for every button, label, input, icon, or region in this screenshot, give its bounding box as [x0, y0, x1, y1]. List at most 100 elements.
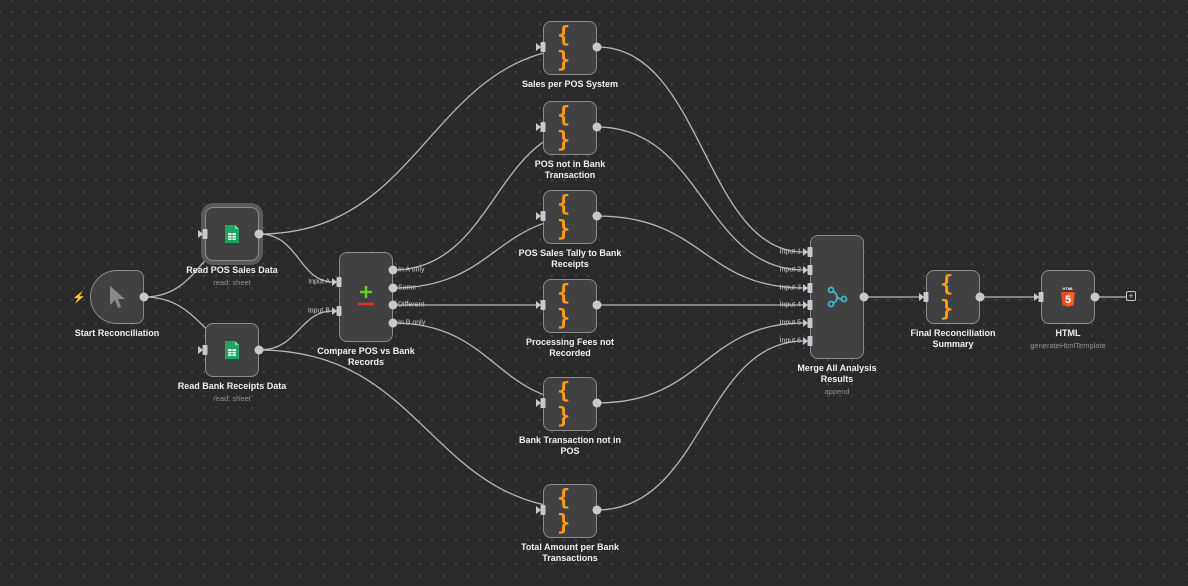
node-subtitle: read: sheet [213, 278, 251, 287]
node-read-bank-receipts[interactable] [205, 323, 259, 377]
node-pos-not-in-bank[interactable]: { } [543, 101, 597, 155]
node-read-pos-sales[interactable] [205, 207, 259, 261]
input-handle[interactable] [202, 229, 208, 239]
input-handle[interactable] [807, 300, 813, 310]
code-braces-icon: { } [557, 192, 570, 242]
plus-minus-icon [358, 286, 374, 306]
node-sales-per-pos[interactable]: { } [543, 21, 597, 75]
connection-edge[interactable] [258, 233, 334, 283]
node-label: Bank Transaction not in POS [518, 435, 621, 456]
connection-edge[interactable] [596, 46, 805, 253]
output-handle[interactable] [1090, 292, 1100, 302]
input-handle[interactable] [807, 283, 813, 293]
node-bank-not-in-pos[interactable]: { } [543, 377, 597, 431]
output-handle[interactable] [254, 229, 264, 239]
input-handle[interactable] [1038, 292, 1044, 302]
connection-edge[interactable] [596, 126, 805, 271]
node-subtitle: read: sheet [213, 394, 251, 403]
google-sheets-icon [225, 225, 239, 243]
input-arrow-icon[interactable] [803, 301, 808, 309]
code-braces-icon: { } [557, 23, 570, 73]
node-pos-sales-tally[interactable]: { } [543, 190, 597, 244]
connection-edge[interactable] [596, 322, 805, 404]
input-arrow-icon[interactable] [198, 230, 203, 238]
node-compare-pos-bank[interactable] [339, 252, 393, 342]
port-label: Input A [308, 278, 330, 286]
input-arrow-icon[interactable] [803, 248, 808, 256]
code-braces-icon: { } [557, 281, 570, 331]
input-handle[interactable] [923, 292, 929, 302]
input-handle[interactable] [807, 265, 813, 275]
code-braces-icon: { } [557, 103, 570, 153]
output-handle[interactable] [592, 211, 602, 221]
input-arrow-icon[interactable] [536, 212, 541, 220]
port-label: Input 6 [779, 337, 801, 345]
google-sheets-icon [225, 341, 239, 359]
input-handle[interactable] [540, 398, 546, 408]
output-handle[interactable] [139, 292, 149, 302]
port-label: In B only [398, 319, 426, 327]
input-arrow-icon[interactable] [803, 266, 808, 274]
output-handle[interactable] [592, 122, 602, 132]
output-handle[interactable] [388, 265, 398, 275]
connection-edge[interactable] [596, 340, 805, 511]
output-handle[interactable] [975, 292, 985, 302]
output-handle[interactable] [859, 292, 869, 302]
output-handle[interactable] [592, 398, 602, 408]
input-arrow-icon[interactable] [919, 293, 924, 301]
input-handle[interactable] [540, 505, 546, 515]
input-handle[interactable] [540, 42, 546, 52]
connection-edge[interactable] [596, 215, 805, 289]
node-subtitle: append [824, 387, 850, 396]
node-final-summary[interactable]: { } [926, 270, 980, 324]
input-arrow-icon[interactable] [332, 307, 337, 315]
node-label: Sales per POS System [521, 79, 619, 89]
port-label: In A only [398, 266, 425, 274]
node-label: HTML [1055, 328, 1081, 338]
input-arrow-icon[interactable] [198, 346, 203, 354]
input-handle[interactable] [336, 306, 342, 316]
output-handle[interactable] [592, 42, 602, 52]
code-braces-icon: { } [557, 379, 570, 429]
input-handle[interactable] [807, 318, 813, 328]
input-arrow-icon[interactable] [803, 284, 808, 292]
input-handle[interactable] [336, 277, 342, 287]
input-handle[interactable] [540, 122, 546, 132]
connection-edge[interactable] [258, 310, 334, 351]
cursor-pointer-icon [110, 286, 125, 308]
connection-edge[interactable] [258, 46, 592, 235]
input-arrow-icon[interactable] [536, 301, 541, 309]
node-processing-fees[interactable]: { } [543, 279, 597, 333]
node-label: Compare POS vs Bank Records [317, 346, 415, 367]
input-handle[interactable] [202, 345, 208, 355]
input-arrow-icon[interactable] [536, 43, 541, 51]
input-arrow-icon[interactable] [536, 506, 541, 514]
input-arrow-icon[interactable] [803, 319, 808, 327]
input-arrow-icon[interactable] [332, 278, 337, 286]
add-node-button[interactable]: + [1126, 291, 1136, 301]
input-arrow-icon[interactable] [1034, 293, 1039, 301]
input-handle[interactable] [807, 247, 813, 257]
node-merge-results[interactable] [810, 235, 864, 359]
node-label: Read POS Sales Data [186, 265, 278, 275]
output-handle[interactable] [388, 283, 398, 293]
output-handle[interactable] [254, 345, 264, 355]
node-start-reconciliation[interactable] [90, 270, 144, 324]
output-handle[interactable] [592, 300, 602, 310]
input-handle[interactable] [807, 336, 813, 346]
output-handle[interactable] [388, 300, 398, 310]
input-handle[interactable] [540, 300, 546, 310]
input-arrow-icon[interactable] [803, 337, 808, 345]
node-label: Merge All Analysis Results [797, 363, 877, 384]
input-arrow-icon[interactable] [536, 399, 541, 407]
output-handle[interactable] [592, 505, 602, 515]
node-label: POS Sales Tally to Bank Receipts [518, 248, 622, 269]
output-handle[interactable] [388, 318, 398, 328]
input-handle[interactable] [540, 211, 546, 221]
connection-edge[interactable] [258, 349, 592, 511]
node-total-per-bank[interactable]: { } [543, 484, 597, 538]
port-label: Different [398, 301, 425, 309]
input-arrow-icon[interactable] [536, 123, 541, 131]
